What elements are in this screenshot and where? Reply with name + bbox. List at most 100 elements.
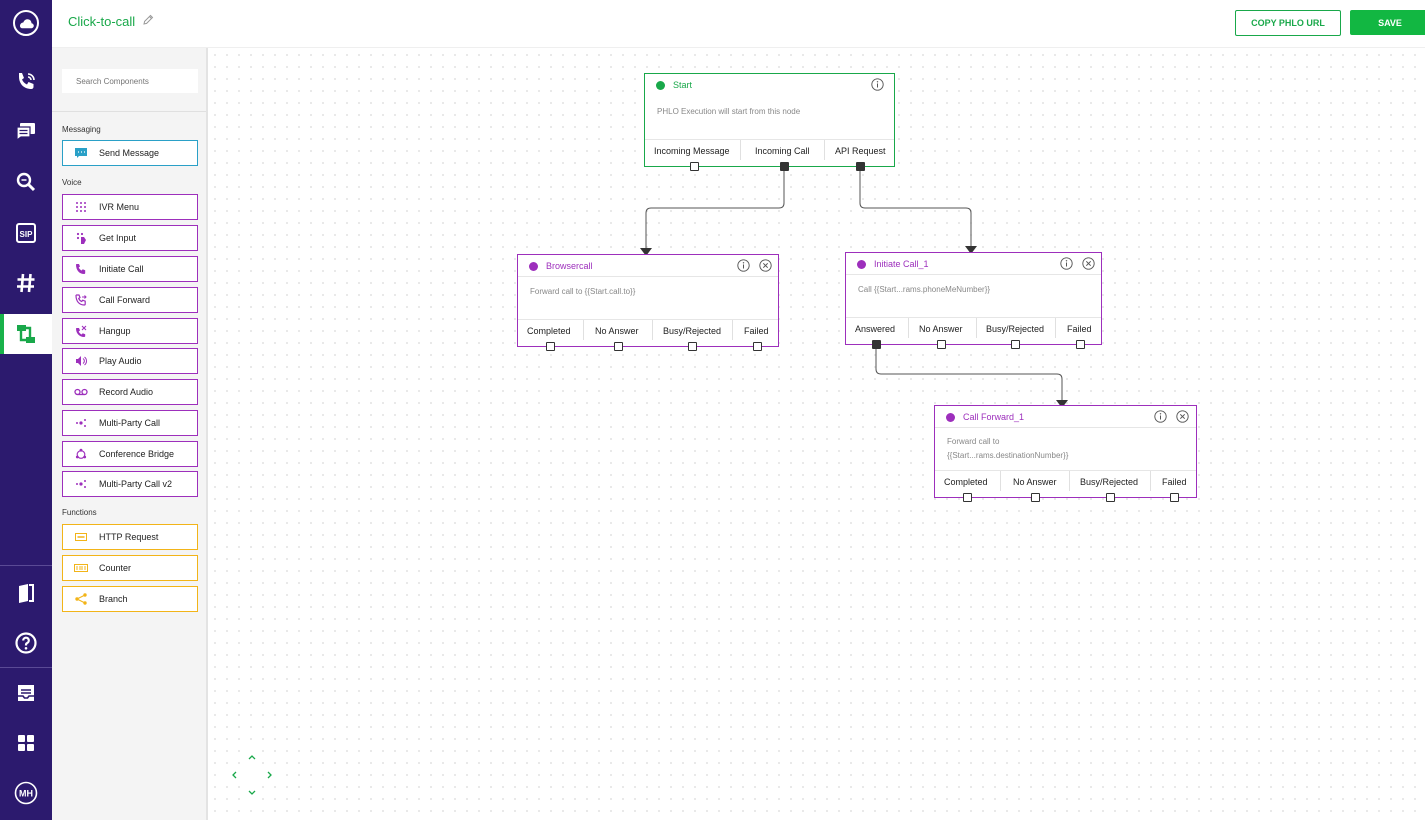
docs-book-icon[interactable] (0, 573, 52, 613)
output-separator (976, 318, 977, 338)
inbox-icon[interactable] (0, 673, 52, 713)
apps-grid-icon[interactable] (0, 723, 52, 763)
node-title: Call Forward_1 (963, 412, 1025, 422)
node-start[interactable]: Start PHLO Execution will start from thi… (644, 73, 895, 171)
section-voice: Voice (62, 178, 82, 187)
info-icon[interactable] (871, 78, 884, 91)
save-button[interactable]: SAVE (1350, 10, 1425, 35)
component-get-input[interactable]: Get Input (62, 225, 198, 251)
port-failed[interactable] (753, 342, 762, 351)
svg-text:SIP: SIP (20, 230, 34, 239)
node-browsercall[interactable]: Browsercall Forward call to {{Start.call… (517, 254, 779, 351)
component-conference-bridge[interactable]: Conference Bridge (62, 441, 198, 467)
speaker-icon (63, 355, 99, 367)
component-record-audio[interactable]: Record Audio (62, 379, 198, 405)
output-completed: Completed (527, 326, 571, 336)
chevron-right-icon (267, 771, 272, 779)
counter-icon (63, 564, 99, 572)
component-call-forward[interactable]: Call Forward (62, 287, 198, 313)
pan-center-button[interactable] (244, 767, 260, 783)
info-icon[interactable] (737, 259, 750, 272)
info-icon[interactable] (1060, 257, 1073, 270)
call-forward-icon (63, 294, 99, 306)
user-avatar-icon[interactable]: MH (0, 773, 52, 813)
node-description-line: Forward call to (947, 437, 1000, 446)
output-busy-rejected: Busy/Rejected (1080, 477, 1139, 487)
output-failed: Failed (744, 326, 769, 336)
node-status-dot (857, 260, 866, 269)
pan-up-button[interactable] (244, 749, 260, 765)
node-status-dot (946, 413, 955, 422)
pan-down-button[interactable] (244, 785, 260, 801)
port-busy-rejected[interactable] (1011, 340, 1020, 349)
component-initiate-call[interactable]: Initiate Call (62, 256, 198, 282)
node-description-line: {{Start...rams.destinationNumber}} (947, 451, 1069, 460)
component-multi-party-call-v2[interactable]: Multi-Party Call v2 (62, 471, 198, 497)
component-label: Send Message (99, 148, 160, 158)
node-outputs: Completed No Answer Busy/Rejected Failed (935, 470, 1196, 502)
phone-call-icon[interactable] (0, 62, 52, 102)
component-label: Multi-Party Call v2 (99, 479, 173, 489)
port-failed[interactable] (1076, 340, 1085, 349)
pan-left-button[interactable] (226, 767, 242, 783)
output-incoming-message: Incoming Message (654, 146, 730, 156)
output-separator (732, 320, 733, 340)
cloud-logo-icon[interactable] (0, 3, 52, 43)
component-play-audio[interactable]: Play Audio (62, 348, 198, 374)
output-no-answer: No Answer (919, 324, 963, 334)
copy-phlo-url-button[interactable]: COPY PHLO URL (1235, 10, 1341, 36)
output-answered: Answered (855, 324, 896, 334)
close-icon[interactable] (759, 259, 772, 272)
component-label: Call Forward (99, 295, 151, 305)
messages-icon[interactable] (0, 112, 52, 152)
port-completed[interactable] (546, 342, 555, 351)
component-multi-party-call[interactable]: Multi-Party Call (62, 410, 198, 436)
node-status-dot (656, 81, 665, 90)
component-branch[interactable]: Branch (62, 586, 198, 612)
hangup-icon (63, 325, 99, 337)
phlo-flow-icon[interactable] (0, 314, 52, 354)
port-failed[interactable] (1170, 493, 1179, 502)
port-busy-rejected[interactable] (1106, 493, 1115, 502)
component-counter[interactable]: Counter (62, 555, 198, 581)
rail-divider (0, 565, 52, 566)
port-no-answer[interactable] (1031, 493, 1040, 502)
output-api-request: API Request (835, 146, 886, 156)
port-no-answer[interactable] (937, 340, 946, 349)
output-busy-rejected: Busy/Rejected (663, 326, 722, 336)
port-answered[interactable] (872, 340, 881, 349)
ivr-keypad-icon (63, 201, 99, 213)
component-ivr-menu[interactable]: IVR Menu (62, 194, 198, 220)
edit-pencil-icon[interactable] (142, 14, 154, 29)
output-busy-rejected: Busy/Rejected (986, 324, 1045, 334)
component-send-message[interactable]: Send Message (62, 140, 198, 166)
chevron-left-icon (232, 771, 237, 779)
port-no-answer[interactable] (614, 342, 623, 351)
hash-number-icon[interactable] (0, 263, 52, 303)
sip-icon[interactable]: SIP (0, 213, 52, 253)
port-incoming-call[interactable] (780, 162, 789, 171)
left-rail: SIP MH (0, 0, 52, 820)
close-icon[interactable] (1082, 257, 1095, 270)
component-http-request[interactable]: HTTP Request (62, 524, 198, 550)
close-icon[interactable] (1176, 410, 1189, 423)
port-incoming-message[interactable] (690, 162, 699, 171)
get-input-icon (63, 232, 99, 244)
component-hangup[interactable]: Hangup (62, 318, 198, 344)
output-no-answer: No Answer (1013, 477, 1057, 487)
output-separator (824, 140, 825, 160)
port-busy-rejected[interactable] (688, 342, 697, 351)
help-icon[interactable] (0, 623, 52, 663)
search-logs-icon[interactable] (0, 162, 52, 202)
node-description: Forward call to {{Start...rams.destinati… (947, 435, 1068, 463)
pan-right-button[interactable] (262, 767, 278, 783)
port-completed[interactable] (963, 493, 972, 502)
flow-canvas[interactable] (209, 49, 1425, 820)
section-functions: Functions (62, 508, 97, 517)
node-initiate-call-1[interactable]: Initiate Call_1 Call {{Start...rams.phon… (845, 252, 1102, 349)
search-components-input[interactable] (62, 69, 198, 93)
port-api-request[interactable] (856, 162, 865, 171)
node-call-forward-1[interactable]: Call Forward_1 Forward call to {{Start..… (934, 405, 1197, 502)
node-description: PHLO Execution will start from this node (657, 107, 801, 116)
info-icon[interactable] (1154, 410, 1167, 423)
